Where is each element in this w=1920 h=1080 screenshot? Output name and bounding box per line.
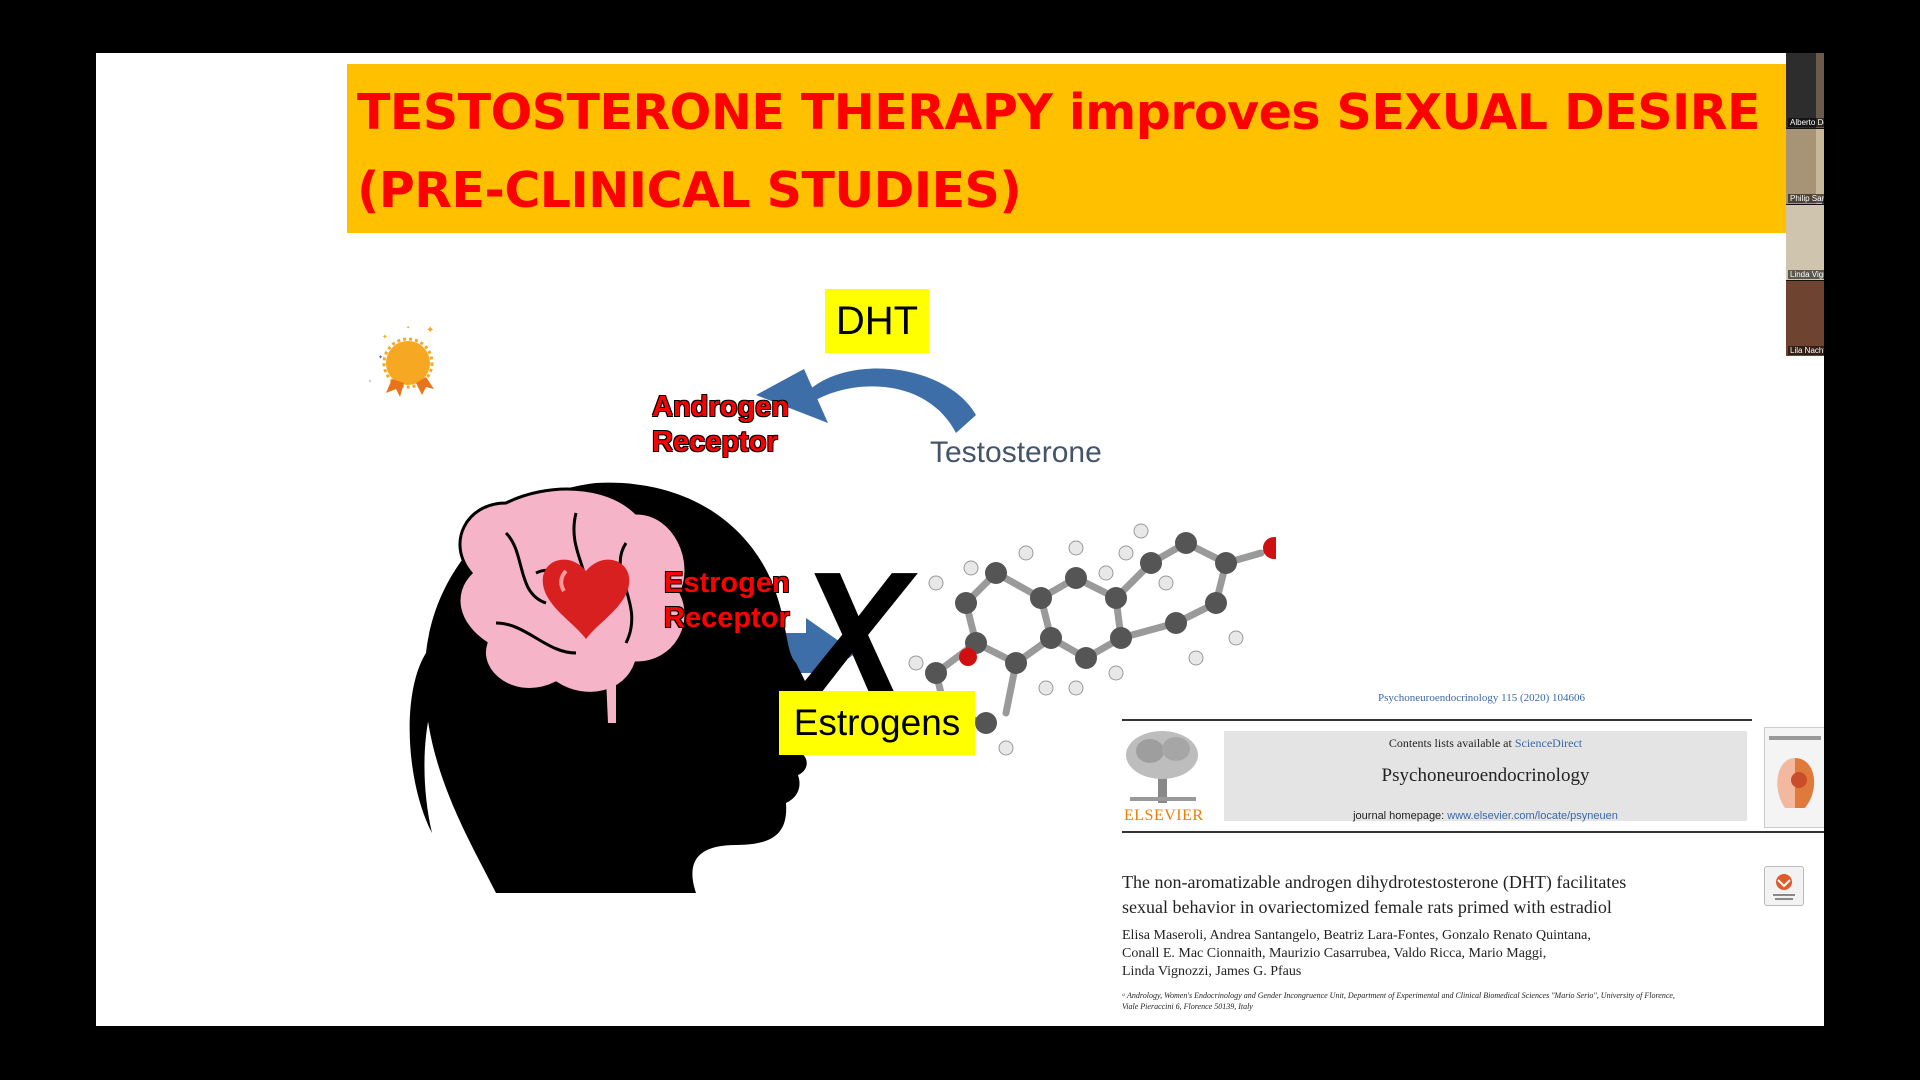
participant-video-3 xyxy=(1786,205,1824,280)
participant-name: Alberto Dominguez-Bali xyxy=(1788,118,1824,127)
article-title-line-1: The non-aromatizable androgen dihydrotes… xyxy=(1122,872,1627,892)
check-for-updates-icon[interactable] xyxy=(1764,866,1804,906)
estrogen-receptor-label: Estrogen Receptor xyxy=(664,566,790,636)
journal-header-box: Contents lists available at ScienceDirec… xyxy=(1224,731,1747,822)
estrogen-receptor-line-1: Estrogen xyxy=(664,567,790,599)
slide-title-line-2: (PRE-CLINICAL STUDIES) xyxy=(357,162,1022,219)
slide-title-banner: TESTOSTERONE THERAPY improves SEXUAL DES… xyxy=(347,64,1824,233)
participant-tile[interactable]: Lila Nachtigall, M.D. xyxy=(1786,281,1824,356)
participant-video-4 xyxy=(1786,281,1824,356)
contents-prefix: Contents lists available at xyxy=(1388,736,1512,750)
header-bottom-rule xyxy=(1122,831,1824,833)
participant-video-panel: Alberto Dominguez-Bali Philip Sarrel, M.… xyxy=(1786,53,1824,356)
participant-video-1 xyxy=(1786,53,1824,128)
affiliation-line-2: Viale Pieraccini 6, Florence 50139, Ital… xyxy=(1122,1002,1253,1011)
journal-name: Psychoneuroendocrinology xyxy=(1381,765,1590,786)
contents-line: Contents lists available at ScienceDirec… xyxy=(1224,736,1747,751)
participant-tile[interactable]: Philip Sarrel, M.D. xyxy=(1786,129,1824,204)
authors-line-1: Elisa Maseroli, Andrea Santangelo, Beatr… xyxy=(1122,928,1591,943)
participant-tile[interactable]: Alberto Dominguez-Bali xyxy=(1786,53,1824,128)
svg-text:✦: ✦ xyxy=(378,354,383,361)
estrogen-receptor-line-2: Receptor xyxy=(664,602,790,634)
elsevier-logo-text: ELSEVIER xyxy=(1124,807,1204,824)
svg-text:✦: ✦ xyxy=(406,325,410,331)
sciencedirect-link[interactable]: ScienceDirect xyxy=(1514,736,1583,750)
article-title-line-2: sexual behavior in ovariectomized female… xyxy=(1122,897,1612,917)
journal-reference: Psychoneuroendocrinology 115 (2020) 1046… xyxy=(1378,692,1586,704)
sun-badge-icon: ✦ ✦ ✦ ✦ xyxy=(368,325,434,397)
journal-homepage-line: journal homepage: www.elsevier.com/locat… xyxy=(1224,810,1747,822)
article-title: The non-aromatizable androgen dihydrotes… xyxy=(1122,870,1722,920)
testosterone-label: Testosterone xyxy=(930,436,1102,469)
participant-video-2 xyxy=(1786,129,1824,204)
authors-line-3: Linda Vignozzi, James G. Pfaus xyxy=(1122,964,1302,979)
journal-article-excerpt: Psychoneuroendocrinology 115 (2020) 1046… xyxy=(1122,679,1824,1026)
affiliation-cutoff-line xyxy=(1122,1015,1822,1022)
header-rule xyxy=(1122,719,1752,721)
journal-homepage-link[interactable]: www.elsevier.com/locate/psyneuen xyxy=(1447,810,1618,822)
participant-tile[interactable]: Linda Vignozzi, PhD xyxy=(1786,205,1824,280)
slide-title: TESTOSTERONE THERAPY improves SEXUAL DES… xyxy=(357,74,1760,230)
presentation-slide: TESTOSTERONE THERAPY improves SEXUAL DES… xyxy=(96,53,1824,1026)
participant-name: Lila Nachtigall, M.D. xyxy=(1788,346,1824,355)
estrogens-label: Estrogens xyxy=(779,691,975,755)
androgen-receptor-label: Androgen Receptor xyxy=(652,390,789,460)
androgen-receptor-line-2: Receptor xyxy=(652,426,778,458)
author-list: Elisa Maseroli, Andrea Santangelo, Beatr… xyxy=(1122,927,1782,981)
participant-name: Philip Sarrel, M.D. xyxy=(1788,194,1824,203)
affiliation: ᵃ Andrology, Women's Endocrinology and G… xyxy=(1122,990,1822,1012)
svg-text:✦: ✦ xyxy=(426,325,434,336)
participant-name: Linda Vignozzi, PhD xyxy=(1788,270,1824,279)
slide-title-line-1: TESTOSTERONE THERAPY improves SEXUAL DES… xyxy=(357,84,1760,141)
svg-text:✦: ✦ xyxy=(382,333,388,341)
authors-line-2: Conall E. Mac Cionnaith, Maurizio Casarr… xyxy=(1122,946,1547,961)
journal-cover-thumbnail xyxy=(1764,727,1824,828)
dht-label: DHT xyxy=(825,289,929,353)
elsevier-tree-logo-icon xyxy=(1126,731,1198,803)
androgen-receptor-line-1: Androgen xyxy=(652,391,789,423)
head-silhouette-illustration xyxy=(409,482,821,893)
affiliation-line-1: ᵃ Andrology, Women's Endocrinology and G… xyxy=(1122,991,1675,1000)
homepage-prefix: journal homepage: xyxy=(1353,810,1445,822)
